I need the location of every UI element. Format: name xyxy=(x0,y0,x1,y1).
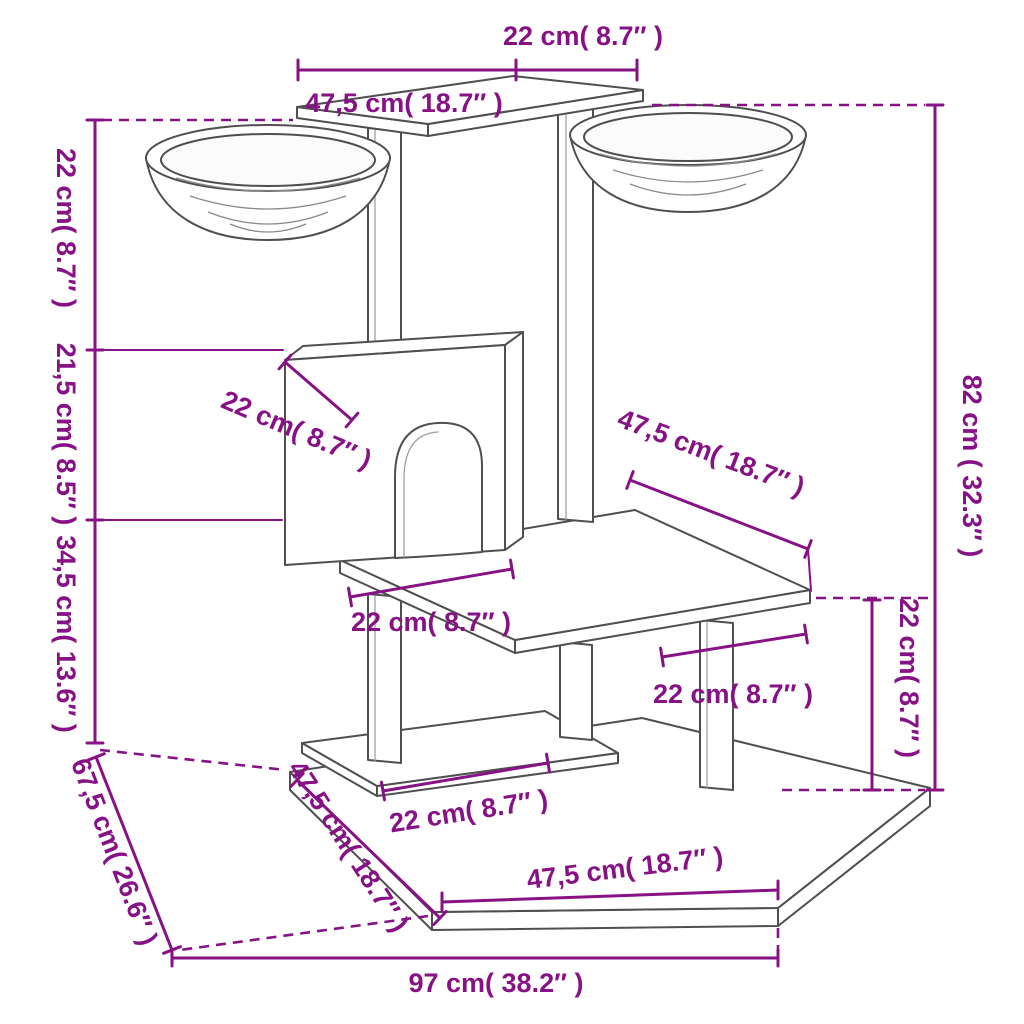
dim-label-top-board-width: 22 cm( 8.7″ ) xyxy=(503,21,663,51)
base-inner-platform-board xyxy=(301,710,619,797)
right-bowl-bed xyxy=(569,104,807,213)
dimension-left-heights: 22 cm( 8.7″ ) 21,5 cm( 8.5″ ) 34,5 cm( 1… xyxy=(51,118,293,745)
dimension-base-depth: 67,5 cm( 26.6″ ) xyxy=(65,748,287,955)
dim-label-left-upper-height: 22 cm( 8.7″ ) xyxy=(51,148,81,308)
cat-tree-drawing xyxy=(145,75,931,931)
dimension-total-height: 82 cm ( 32.3″ ) xyxy=(652,103,987,792)
dimension-top-board-width: 22 cm( 8.7″ ) xyxy=(503,21,663,82)
dimension-mid-platform-width: 22 cm( 8.7″ ) xyxy=(347,558,515,637)
dimension-overall-width: 97 cm( 38.2″ ) xyxy=(170,914,780,998)
scratching-post-center-lower xyxy=(559,641,593,741)
cat-house xyxy=(284,331,524,566)
dim-label-total-height: 82 cm ( 32.3″ ) xyxy=(957,375,987,558)
dim-label-left-house-height: 21,5 cm( 8.5″ ) xyxy=(51,343,81,526)
dimension-lower-post-height: 22 cm( 8.7″ ) xyxy=(816,596,928,792)
dim-label-top-board-length: 47,5 cm( 18.7″ ) xyxy=(305,88,503,118)
dim-label-left-lower-height: 34,5 cm( 13.6″ ) xyxy=(51,535,81,733)
dim-label-base-depth: 67,5 cm( 26.6″ ) xyxy=(65,754,164,949)
top-board xyxy=(296,75,644,137)
dim-label-overall-width: 97 cm( 38.2″ ) xyxy=(408,968,583,998)
dim-label-mid-platform-width: 22 cm( 8.7″ ) xyxy=(351,607,511,637)
left-bowl-bed xyxy=(145,124,391,241)
dim-label-lower-platform-offset: 22 cm( 8.7″ ) xyxy=(653,679,813,709)
dimension-lower-platform-offset: 22 cm( 8.7″ ) xyxy=(653,623,813,709)
dim-label-mid-platform-length: 47,5 cm( 18.7″ ) xyxy=(614,403,809,502)
dimension-top-board-length: 47,5 cm( 18.7″ ) xyxy=(296,58,518,118)
cat-house-door-arch xyxy=(394,421,483,559)
dim-label-lower-post-height: 22 cm( 8.7″ ) xyxy=(894,598,924,758)
